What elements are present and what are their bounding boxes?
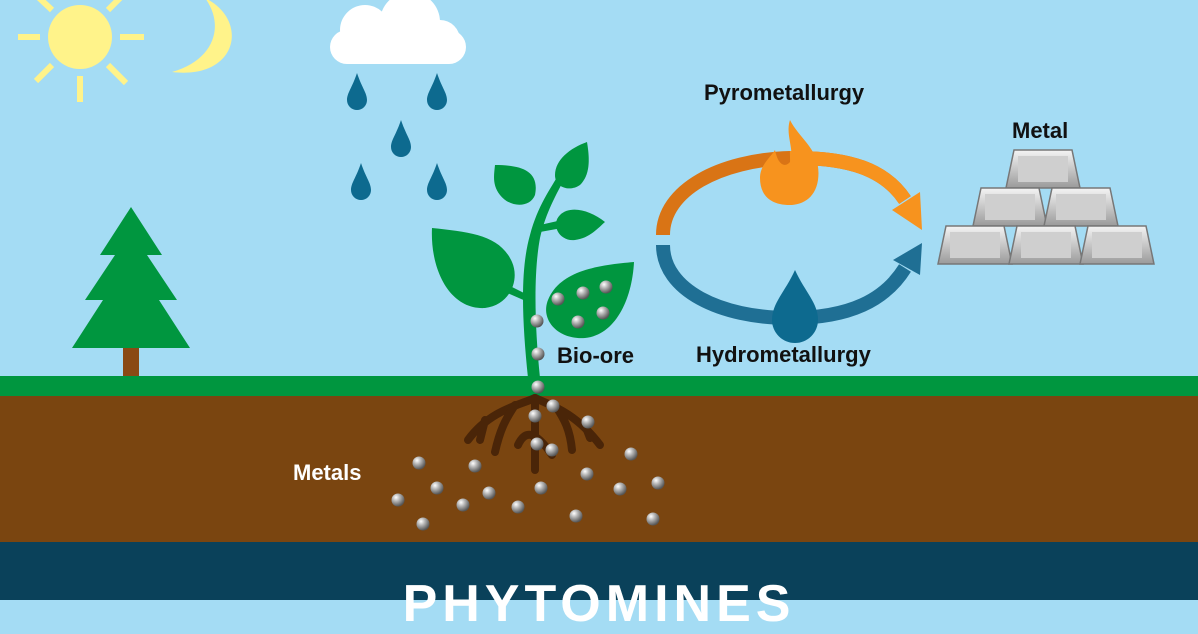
metal-particle (546, 399, 560, 413)
metal-label: Metal (1012, 118, 1069, 143)
metal-particle (530, 314, 544, 328)
metal-particle (580, 467, 594, 481)
raindrop-icon (347, 73, 367, 110)
grass (0, 376, 1198, 396)
tree-icon (72, 207, 190, 380)
metal-particle (531, 347, 545, 361)
metal-particle (624, 447, 638, 461)
metal-ingot-face (1021, 232, 1071, 258)
soil (0, 396, 1198, 542)
metal-particle (530, 437, 544, 451)
metal-particle (646, 512, 660, 526)
metal-ingot-face (985, 194, 1035, 220)
raindrop-icon (427, 73, 447, 110)
metals-label: Metals (293, 460, 362, 485)
metal-particle (651, 476, 665, 490)
metal-particle (416, 517, 430, 531)
raindrop-icon (391, 120, 411, 157)
metal-particle (613, 482, 627, 496)
sun-icon (18, 0, 144, 102)
metal-particle (391, 493, 405, 507)
metal-ingots-icon (937, 149, 1155, 265)
metal-particle (569, 509, 583, 523)
metal-particle (576, 286, 590, 300)
metal-ingot-face (1092, 232, 1142, 258)
metal-particle (528, 409, 542, 423)
metal-particle (468, 459, 482, 473)
metal-particle (599, 280, 613, 294)
cloud-icon (330, 0, 466, 64)
banner (0, 542, 1198, 600)
metal-particle (531, 380, 545, 394)
hydrometallurgy-label: Hydrometallurgy (696, 342, 871, 367)
phytomining-diagram (0, 0, 1198, 600)
metal-ingot-face (950, 232, 1000, 258)
metal-particle (482, 486, 496, 500)
metal-particle (581, 415, 595, 429)
pyrometallurgy-label: Pyrometallurgy (704, 80, 865, 105)
banner-title: PHYTOMINES (402, 575, 796, 633)
water-drop-icon (772, 270, 818, 343)
metal-particle (596, 306, 610, 320)
metal-particle (551, 292, 565, 306)
metal-particle (534, 481, 548, 495)
metal-particle (456, 498, 470, 512)
metal-particle (571, 315, 585, 329)
raindrop-icon (351, 163, 371, 200)
metal-particle (430, 481, 444, 495)
metal-particle (511, 500, 525, 514)
metal-particle (412, 456, 426, 470)
metal-ingot-face (1018, 156, 1068, 182)
metal-particles (391, 280, 665, 531)
flame-icon (760, 120, 819, 205)
rain-drops (347, 73, 447, 200)
bio-ore-label: Bio-ore (557, 343, 634, 368)
metal-particle (545, 443, 559, 457)
metal-ingot-face (1056, 194, 1106, 220)
raindrop-icon (427, 163, 447, 200)
